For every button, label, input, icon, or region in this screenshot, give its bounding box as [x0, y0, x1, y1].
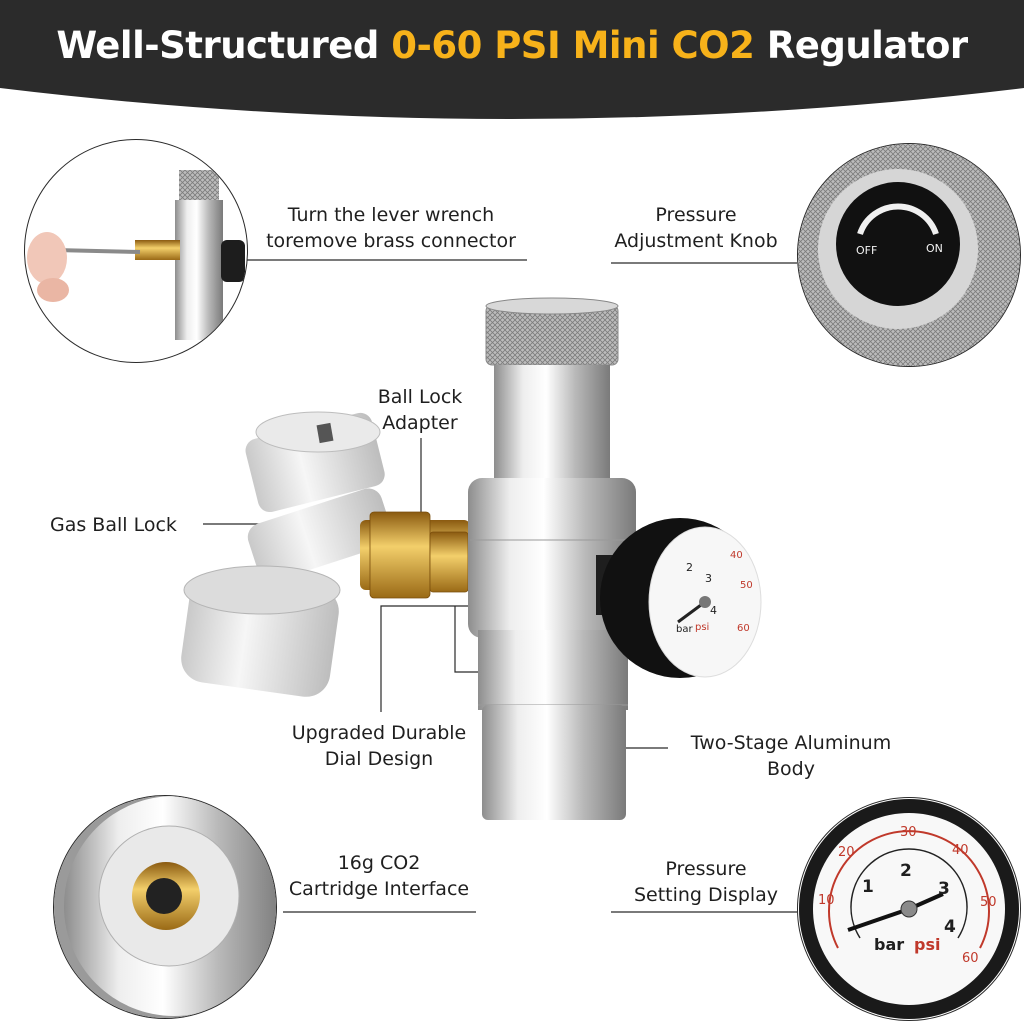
gauge-psi-30: 30 [900, 825, 917, 840]
small-gauge-bar-3: 3 [705, 572, 712, 585]
gauge-psi-20: 20 [838, 845, 855, 860]
gauge-bar-1: 1 [862, 877, 874, 897]
gauge-psi-60: 60 [962, 951, 979, 966]
header-banner [0, 0, 1024, 130]
gauge-unit-bar: bar [874, 935, 905, 954]
cartridge-image [54, 796, 276, 1018]
knob-image [798, 144, 1020, 366]
detail-cartridge-interface [53, 795, 277, 1019]
body-line1: Two-Stage Aluminum [690, 732, 892, 754]
label-aluminum-body: Two-Stage Aluminum Body [676, 730, 906, 782]
detail-adjustment-knob: OFF ON [797, 143, 1021, 367]
label-lever-wrench: Turn the lever wrench toremove brass con… [256, 202, 526, 254]
small-gauge-unit-psi: psi [695, 622, 710, 633]
cartridge-line1: 16g CO2 [337, 852, 421, 874]
knob-line2: Adjustment Knob [614, 230, 778, 252]
small-gauge-bar-4: 4 [710, 604, 717, 617]
gauge-psi-10: 10 [818, 893, 835, 908]
detail-pressure-gauge: 10 20 30 40 50 60 1 2 3 4 bar psi [797, 797, 1021, 1021]
dial-line2: Dial Design [324, 748, 434, 770]
gauge-psi-40: 40 [952, 843, 969, 858]
display-line1: Pressure [665, 858, 747, 880]
small-gauge-psi-60: 60 [737, 623, 750, 634]
gauge-bar-2: 2 [900, 861, 912, 881]
banner-shape [0, 0, 1024, 119]
adapter-line1: Ball Lock [377, 386, 463, 408]
gas-ball-lock-part [181, 411, 393, 697]
gauge-bar-4: 4 [944, 917, 956, 937]
knob-off-marking: OFF [856, 244, 878, 257]
knob-line1: Pressure [655, 204, 737, 226]
brass-adapter-part [360, 511, 470, 599]
detail-lever-wrench [24, 139, 248, 363]
dial-line1: Upgraded Durable [291, 722, 467, 744]
display-line2: Setting Display [633, 884, 779, 906]
title-highlight: 0-60 PSI Mini CO2 [391, 24, 755, 67]
small-gauge-unit-bar: bar [676, 624, 693, 635]
page-title: Well-Structured 0-60 PSI Mini CO2 Regula… [0, 24, 1024, 67]
cartridge-line2: Cartridge Interface [288, 878, 470, 900]
lever-line1: Turn the lever wrench [287, 204, 495, 226]
knob-on-marking: ON [926, 242, 943, 255]
small-gauge-psi-40: 40 [730, 550, 743, 561]
adapter-line2: Adapter [382, 412, 458, 434]
label-dial-design: Upgraded Durable Dial Design [284, 720, 474, 772]
body-line2: Body [767, 758, 815, 780]
small-gauge-bar-2: 2 [686, 561, 693, 574]
label-pressure-display: Pressure Setting Display [611, 856, 801, 908]
gauge-unit-psi: psi [914, 935, 941, 954]
label-adjustment-knob: Pressure Adjustment Knob [611, 202, 781, 254]
label-gas-ball-lock: Gas Ball Lock [50, 514, 177, 536]
regulator-body-part [468, 297, 636, 820]
gauge-bar-3: 3 [938, 879, 950, 899]
title-part2: Regulator [754, 24, 968, 67]
label-ball-lock-adapter: Ball Lock Adapter [360, 384, 480, 436]
body-gauge-part [596, 518, 762, 678]
small-gauge-psi-50: 50 [740, 580, 753, 591]
title-part1: Well-Structured [56, 24, 392, 67]
gauge-psi-50: 50 [980, 895, 997, 910]
gauge-image [799, 799, 1019, 1019]
lever-wrench-image [27, 170, 245, 340]
lever-line2: toremove brass connector [266, 230, 516, 252]
label-cartridge-interface: 16g CO2 Cartridge Interface [283, 850, 475, 902]
